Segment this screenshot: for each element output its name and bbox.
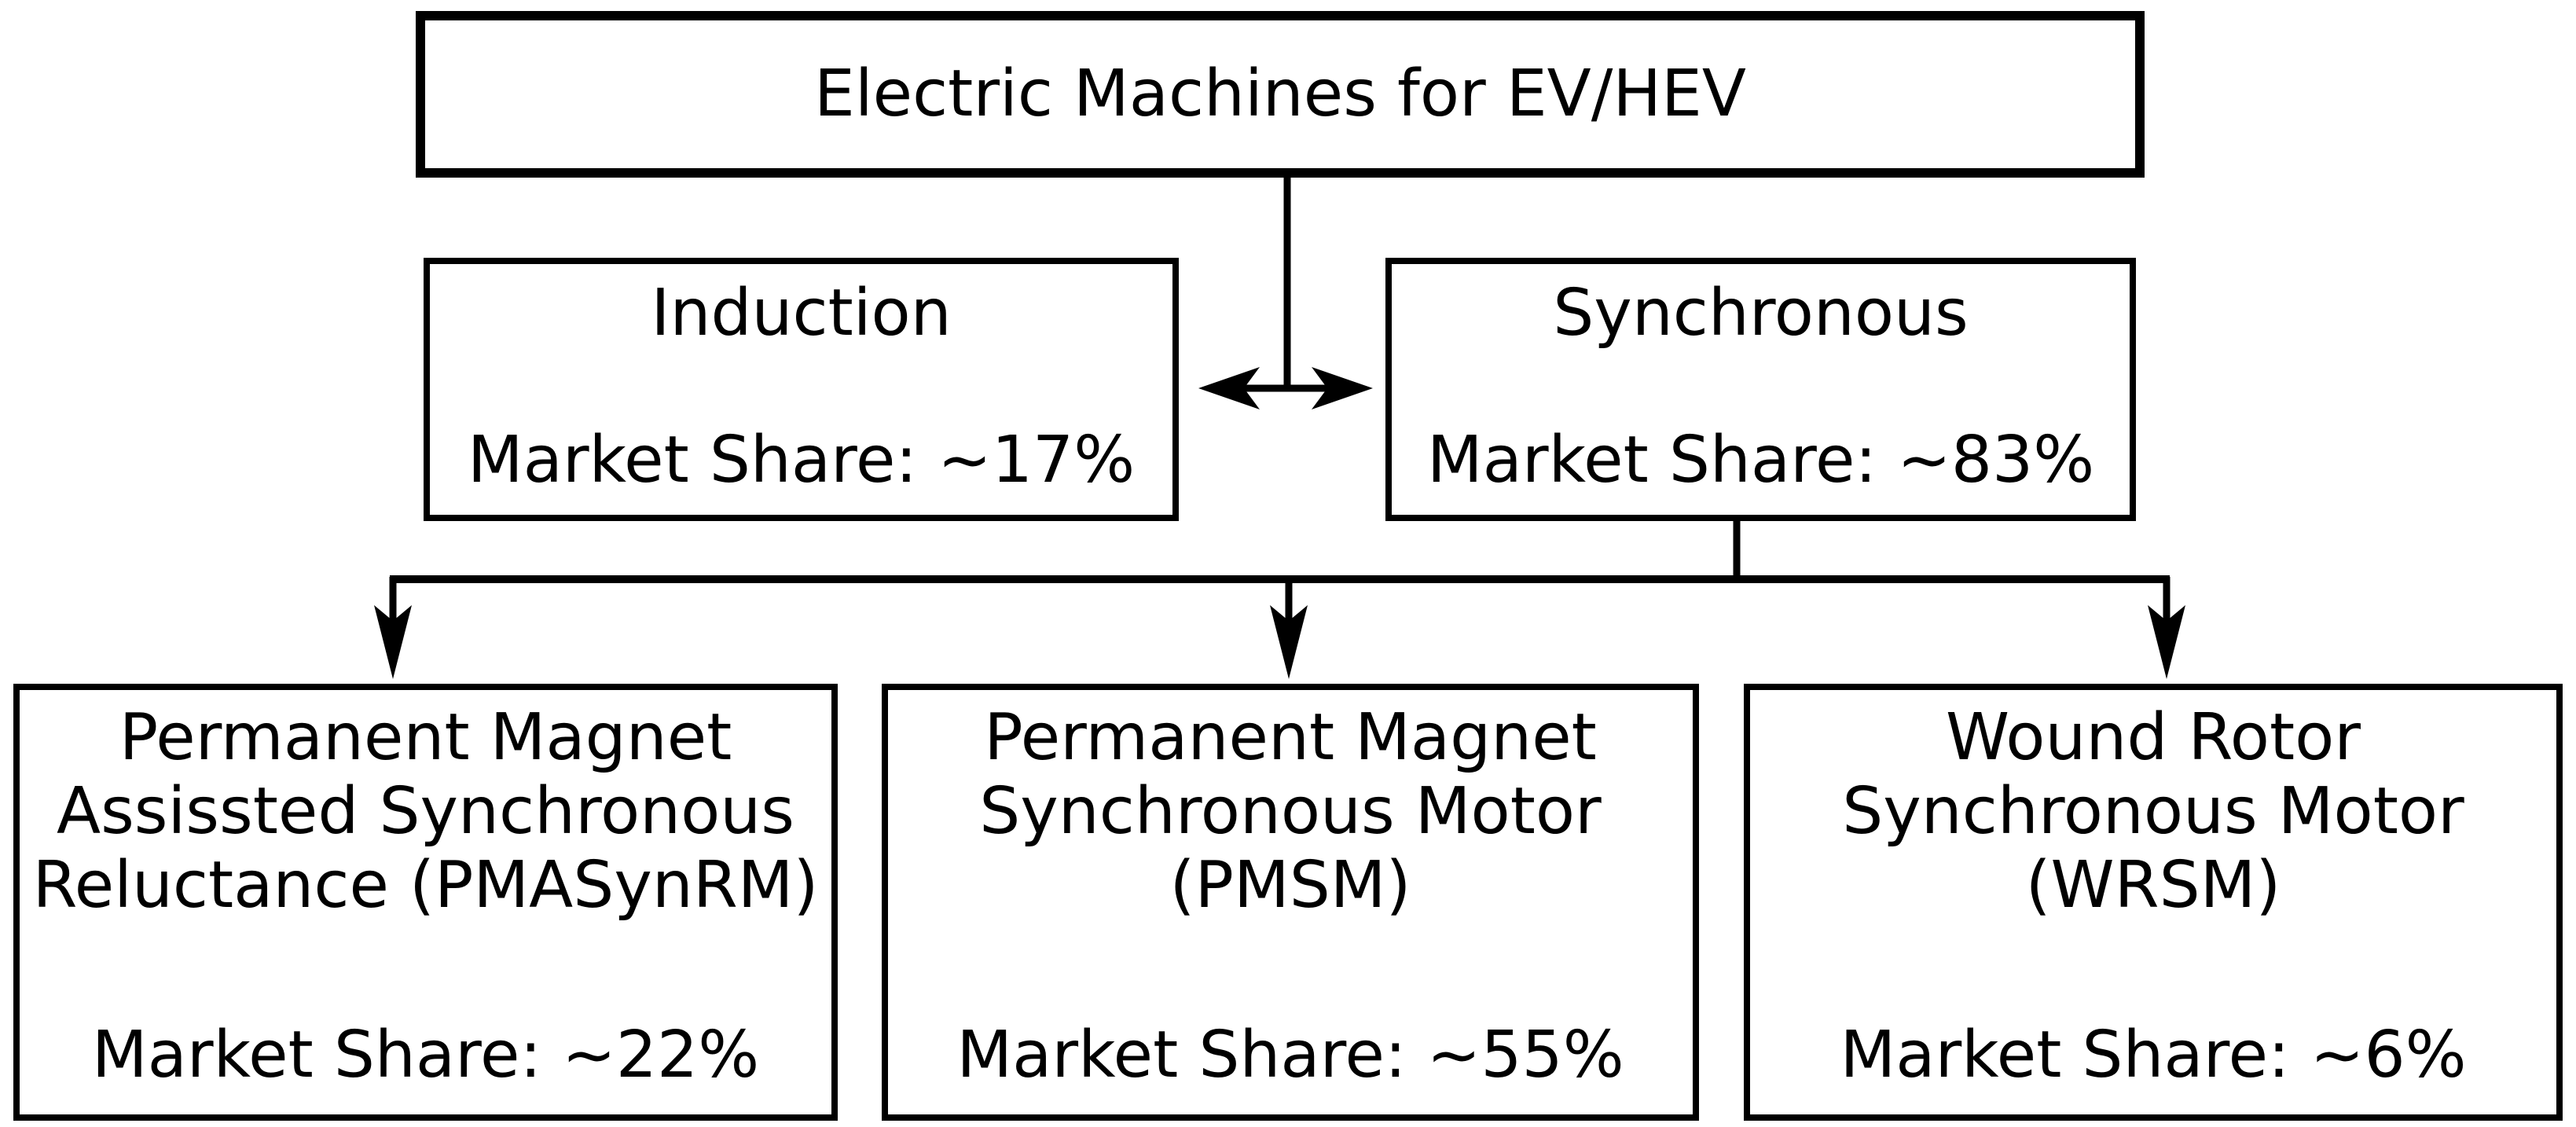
market-share-label: Market Share: ~83% bbox=[1426, 423, 2095, 497]
arrowhead-down-right-icon bbox=[2148, 605, 2185, 679]
node-pmasynrm: Permanent Magnet Assissted Synchronous R… bbox=[13, 684, 838, 1121]
node-title: Synchronous bbox=[1553, 276, 1969, 351]
market-share-label: Market Share: ~55% bbox=[956, 1018, 1624, 1092]
arrowhead-down-left-icon bbox=[374, 605, 412, 679]
node-title: Permanent Magnet Assissted Synchronous R… bbox=[32, 700, 819, 923]
node-induction: Induction Market Share: ~17% bbox=[424, 258, 1179, 521]
node-pmsm: Permanent Magnet Synchronous Motor (PMSM… bbox=[882, 684, 1699, 1121]
node-title: Electric Machines for EV/HEV bbox=[814, 57, 1746, 131]
node-title: Induction bbox=[651, 276, 952, 351]
node-title: Wound Rotor Synchronous Motor (WRSM) bbox=[1842, 700, 2464, 923]
arrowhead-right-icon bbox=[1312, 367, 1373, 409]
arrowhead-down-middle-icon bbox=[1270, 605, 1308, 679]
node-synchronous: Synchronous Market Share: ~83% bbox=[1385, 258, 2136, 521]
market-share-label: Market Share: ~22% bbox=[91, 1018, 760, 1092]
market-share-label: Market Share: ~17% bbox=[467, 423, 1136, 497]
node-electric-machines: Electric Machines for EV/HEV bbox=[416, 11, 2145, 178]
arrowhead-left-icon bbox=[1198, 367, 1260, 409]
market-share-label: Market Share: ~6% bbox=[1840, 1018, 2467, 1092]
node-title: Permanent Magnet Synchronous Motor (PMSM… bbox=[979, 700, 1602, 923]
node-wrsm: Wound Rotor Synchronous Motor (WRSM) Mar… bbox=[1744, 684, 2563, 1121]
